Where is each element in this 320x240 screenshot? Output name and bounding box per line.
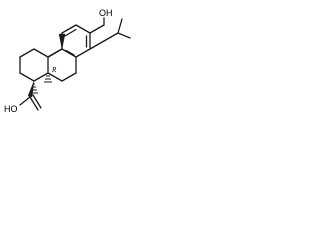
methyl-wedge xyxy=(58,33,66,50)
molecule-structure-diagram: OH HO R xyxy=(4,8,131,114)
ring-b xyxy=(47,48,77,82)
junction-hash xyxy=(44,75,52,83)
hydroxyl-label: OH xyxy=(99,8,113,18)
carboxylic-acid-label: HO xyxy=(4,104,18,114)
substituents-upper xyxy=(89,17,131,50)
stereo-descriptor-label: R xyxy=(51,66,57,74)
ring-a xyxy=(19,48,63,82)
substituents-lower xyxy=(19,80,42,111)
ring-c-aromatic xyxy=(61,24,91,58)
